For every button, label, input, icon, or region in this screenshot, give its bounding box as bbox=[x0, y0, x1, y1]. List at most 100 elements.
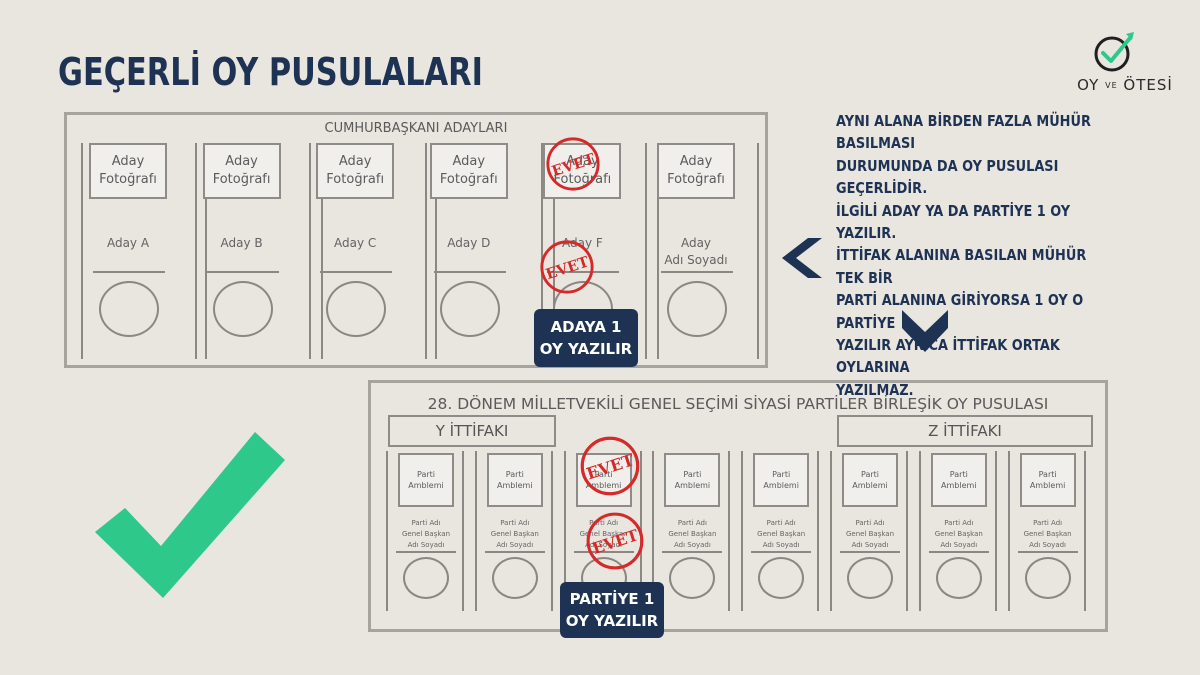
ballot-divider bbox=[645, 143, 647, 359]
candidate-divider-line bbox=[433, 271, 506, 273]
ballot-divider bbox=[474, 451, 477, 611]
candidate-vote-badge: ADAYA 1 OY YAZILIR bbox=[534, 309, 638, 367]
party-ballot-header: 28. DÖNEM MİLLETVEKİLİ GENEL SEÇİMİ SİYA… bbox=[427, 395, 1049, 413]
ballot-divider bbox=[741, 451, 744, 611]
party-info: Parti Adı Genel Başkan Adı Soyadı bbox=[845, 519, 895, 549]
party-emblem: Parti Amblemi bbox=[664, 453, 721, 507]
party-info: Parti Adı Genel Başkan Adı Soyadı bbox=[1023, 519, 1072, 549]
vote-circle bbox=[1024, 557, 1071, 599]
party-divider-line bbox=[840, 551, 900, 553]
party-emblem: Parti Amblemi bbox=[753, 453, 810, 507]
ballot-divider bbox=[205, 143, 207, 359]
ballot-divider bbox=[321, 143, 323, 359]
ballot-divider bbox=[1083, 451, 1086, 611]
presidential-ballot-header: CUMHURBAŞKANI ADAYLARI bbox=[324, 121, 508, 136]
ballot-divider bbox=[757, 143, 759, 359]
party-divider-line bbox=[1017, 551, 1078, 553]
ballot-divider bbox=[553, 143, 555, 359]
chevron-left-icon bbox=[782, 238, 822, 278]
vote-circle bbox=[935, 557, 982, 599]
vote-circle bbox=[403, 557, 449, 599]
party-emblem: Parti Amblemi bbox=[486, 453, 543, 507]
ballot-divider bbox=[728, 451, 731, 611]
candidate-divider-line bbox=[547, 271, 620, 273]
stamp-icon: EVET bbox=[586, 512, 644, 570]
candidate-name: Aday B bbox=[220, 236, 263, 250]
ballot-divider bbox=[462, 451, 464, 611]
vote-circle bbox=[491, 557, 538, 599]
vote-circle bbox=[439, 281, 500, 337]
alliance-z-label: Z İTTİFAKI bbox=[837, 415, 1093, 447]
candidate-divider-line bbox=[206, 271, 279, 273]
party-info: Parti Adı Genel Başkan Adı Soyadı bbox=[490, 519, 539, 549]
check-logo-icon bbox=[1094, 32, 1134, 72]
party-emblem: Parti Amblemi bbox=[930, 453, 987, 507]
stamp-text: EVET bbox=[550, 150, 597, 180]
party-info: Parti Adı Genel Başkan Adı Soyadı bbox=[668, 519, 717, 549]
party-emblem: Parti Amblemi bbox=[842, 453, 898, 507]
party-divider-line bbox=[484, 551, 545, 553]
logo-text: OY VE ÖTESİ bbox=[1070, 76, 1180, 94]
ballot-divider bbox=[541, 143, 543, 359]
vote-circle bbox=[758, 557, 805, 599]
logo-text-ve: VE bbox=[1105, 81, 1118, 90]
explanation-text: AYNI ALANA BİRDEN FAZLA MÜHÜR BASILMASI … bbox=[836, 112, 1091, 399]
party-divider-line bbox=[573, 551, 634, 553]
ballot-divider bbox=[657, 143, 659, 359]
party-divider-line bbox=[751, 551, 812, 553]
party-divider-line bbox=[928, 551, 989, 553]
ballot-divider bbox=[425, 143, 427, 359]
party-vote-badge-text: PARTİYE 1 OY YAZILIR bbox=[565, 590, 659, 630]
ballot-divider bbox=[918, 451, 921, 611]
vote-circle bbox=[212, 281, 273, 337]
vote-circle bbox=[99, 281, 159, 337]
ballot-divider bbox=[906, 451, 908, 611]
stamp-text: EVET bbox=[590, 525, 641, 558]
party-emblem: Parti Amblemi bbox=[398, 453, 454, 507]
candidate-divider-line bbox=[320, 271, 393, 273]
candidate-divider-line bbox=[661, 271, 733, 273]
party-info: Parti Adı Genel Başkan Adı Soyadı bbox=[757, 519, 806, 549]
vote-circle bbox=[847, 557, 893, 599]
vote-circle bbox=[669, 557, 716, 599]
oy-ve-otesi-logo: OY VE ÖTESİ bbox=[1070, 30, 1180, 100]
chevron-down-icon bbox=[902, 310, 948, 352]
ballot-divider bbox=[563, 451, 566, 611]
ballot-divider bbox=[550, 451, 553, 611]
logo-text-oy: OY bbox=[1077, 76, 1100, 94]
stamp-icon: EVET bbox=[540, 240, 594, 294]
party-vote-badge: PARTİYE 1 OY YAZILIR bbox=[560, 582, 664, 638]
ballot-divider bbox=[1007, 451, 1010, 611]
ballot-divider bbox=[817, 451, 820, 611]
vote-circle bbox=[326, 281, 387, 337]
candidate-vote-badge-text: ADAYA 1 OY YAZILIR bbox=[539, 318, 633, 358]
stamp-text: EVET bbox=[584, 450, 636, 483]
page-title: GEÇERLİ OY PUSULALARI bbox=[58, 50, 483, 94]
ballot-divider bbox=[435, 143, 437, 359]
ballot-divider bbox=[309, 143, 311, 359]
stamp-icon: EVET bbox=[546, 137, 600, 191]
ballot-divider bbox=[386, 451, 388, 611]
candidate-photo: Aday Fotoğrafı bbox=[429, 143, 508, 199]
ballot-divider bbox=[81, 143, 83, 359]
candidate-photo: Aday Fotoğrafı bbox=[202, 143, 281, 199]
candidate-photo: Aday Fotoğrafı bbox=[657, 143, 735, 199]
alliance-y-label: Y İTTİFAKI bbox=[388, 415, 556, 447]
candidate-divider-line bbox=[93, 271, 165, 273]
candidate-photo: Aday Fotoğrafı bbox=[89, 143, 167, 199]
party-info: Parti Adı Genel Başkan Adı Soyadı bbox=[934, 519, 983, 549]
vote-circle bbox=[667, 281, 727, 337]
candidate-name: Aday D bbox=[447, 236, 491, 250]
party-info: Parti Adı Genel Başkan Adı Soyadı bbox=[401, 519, 451, 549]
candidate-photo: Aday Fotoğrafı bbox=[316, 143, 395, 199]
candidate-name: Aday A bbox=[106, 236, 150, 250]
ballot-divider bbox=[830, 451, 832, 611]
big-check-icon bbox=[95, 432, 285, 598]
party-emblem: Parti Amblemi bbox=[1019, 453, 1076, 507]
stamp-text: EVET bbox=[544, 253, 591, 283]
candidate-name: Aday Adı Soyadı bbox=[664, 236, 728, 267]
ballot-divider bbox=[195, 143, 197, 359]
party-ballot: 28. DÖNEM MİLLETVEKİLİ GENEL SEÇİMİ SİYA… bbox=[368, 380, 1108, 632]
party-divider-line bbox=[662, 551, 723, 553]
